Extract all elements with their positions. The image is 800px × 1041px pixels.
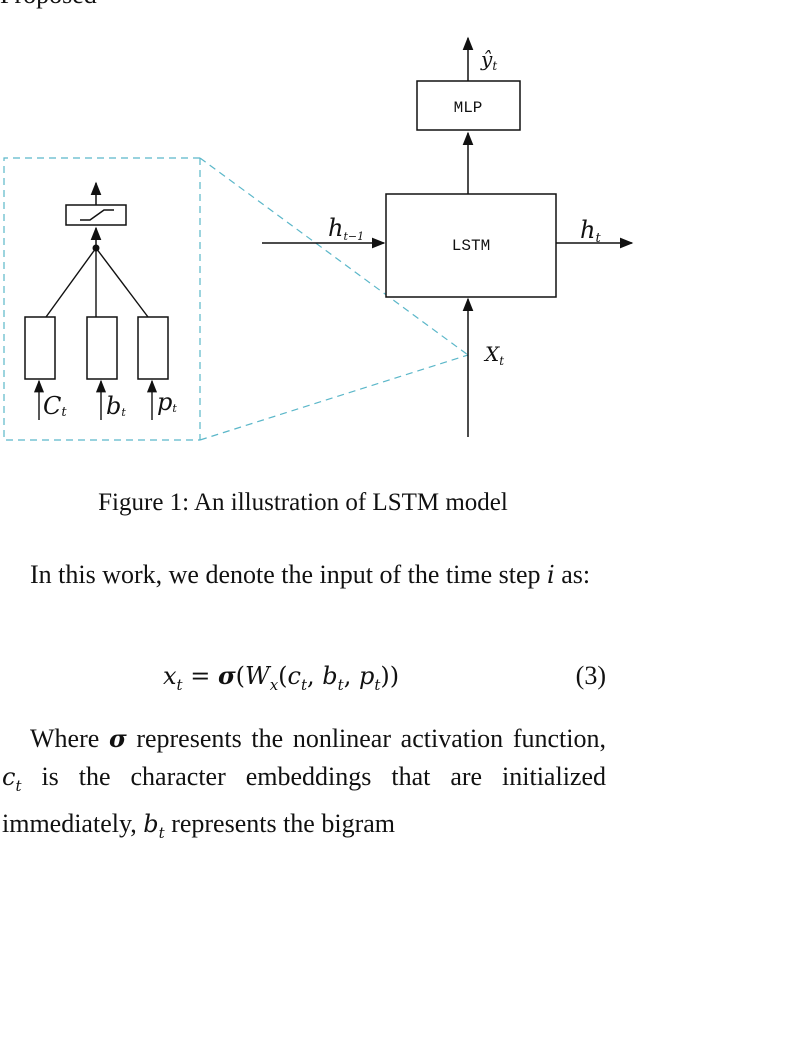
x-t-label: Xt <box>483 342 504 368</box>
b-t-label: bt <box>106 392 126 420</box>
eq-W-sub: x <box>269 676 279 695</box>
eq-x: x <box>163 662 177 690</box>
eq-close: )) <box>380 662 400 690</box>
lstm-label: LSTM <box>452 237 490 255</box>
para2-t4: represents the bigram <box>164 809 395 839</box>
eq-open2: ( <box>278 662 288 690</box>
mlp-box <box>416 80 521 131</box>
y-hat-sub: t <box>492 59 497 73</box>
eq-c: c <box>287 662 301 690</box>
h-prev-sub: t−1 <box>343 230 364 243</box>
eq-equals: = <box>182 662 218 690</box>
h-prev-symbol: h <box>328 214 343 242</box>
eq-x-sub: t <box>176 676 183 695</box>
bigram-embedding-box <box>86 316 118 380</box>
para1-text-after: as: <box>554 560 591 589</box>
eq-comma1: , <box>307 662 323 690</box>
para2-t2: represents the nonlinear activation func… <box>126 724 606 753</box>
figure-caption: Figure 1: An illustration of LSTM model <box>98 489 508 516</box>
eq-p: p <box>358 662 375 690</box>
b-t-symbol: b <box>106 392 121 420</box>
activation-icon <box>80 209 114 221</box>
pos-embedding-box <box>137 316 169 380</box>
para2-t1: Where <box>30 724 109 753</box>
eq-p-sub: t <box>374 676 381 695</box>
eq-sigma: σ <box>217 661 236 690</box>
paragraph-input-definition: In this work, we denote the input of the… <box>2 556 606 594</box>
zoom-dashed-lines <box>3 157 469 441</box>
sigma-symbol: σ <box>108 724 127 753</box>
char-embedding-box <box>24 316 56 380</box>
c-t-symbol: C <box>43 392 61 420</box>
merge-connections <box>45 247 149 318</box>
x-t-symbol: X <box>483 342 500 366</box>
y-hat-symbol: ŷ <box>480 47 493 71</box>
para2-t3: is the character embeddings that are ini… <box>2 762 606 839</box>
top-text-fragment: Proposed <box>0 0 97 14</box>
h-prev-label: ht−1 <box>328 214 364 243</box>
lstm-box <box>385 193 557 298</box>
eq-W: W <box>245 662 270 690</box>
h-t-label: ht <box>580 216 601 246</box>
lstm-figure: MLP ŷt LSTM ht−1 ht Xt Ct bt <box>3 36 634 441</box>
var-i: i <box>547 561 555 589</box>
c-t-sub: t <box>61 405 67 420</box>
eq-open: ( <box>235 662 246 690</box>
mlp-label: MLP <box>454 99 483 117</box>
eq-b: b <box>322 662 338 690</box>
p-t-label: pt <box>157 388 177 416</box>
h-t-symbol: h <box>580 216 595 244</box>
eq-b-sub: t <box>337 676 344 695</box>
paragraph-sigma-definition: Where σ represents the nonlinear activat… <box>2 720 606 852</box>
var-c: c <box>2 763 16 791</box>
equation-body: xt = σ(Wx(ct, bt, pt)) <box>163 656 399 705</box>
equation-number: (3) <box>575 661 606 690</box>
y-hat-label: ŷt <box>480 47 497 73</box>
para1-text-before: In this work, we denote the input of the… <box>30 560 548 589</box>
h-t-sub: t <box>595 231 601 246</box>
var-b-sub: t <box>158 824 165 843</box>
equation-3: xt = σ(Wx(ct, bt, pt)) (3) <box>0 656 606 696</box>
p-t-sub: t <box>172 402 177 415</box>
var-c-sub: t <box>15 777 22 796</box>
p-t-symbol: p <box>157 388 172 416</box>
var-b: b <box>143 810 159 839</box>
eq-c-sub: t <box>301 676 308 695</box>
eq-comma2: , <box>343 662 359 690</box>
x-t-sub: t <box>499 354 504 368</box>
c-t-label: Ct <box>43 392 67 420</box>
b-t-sub: t <box>121 406 126 419</box>
